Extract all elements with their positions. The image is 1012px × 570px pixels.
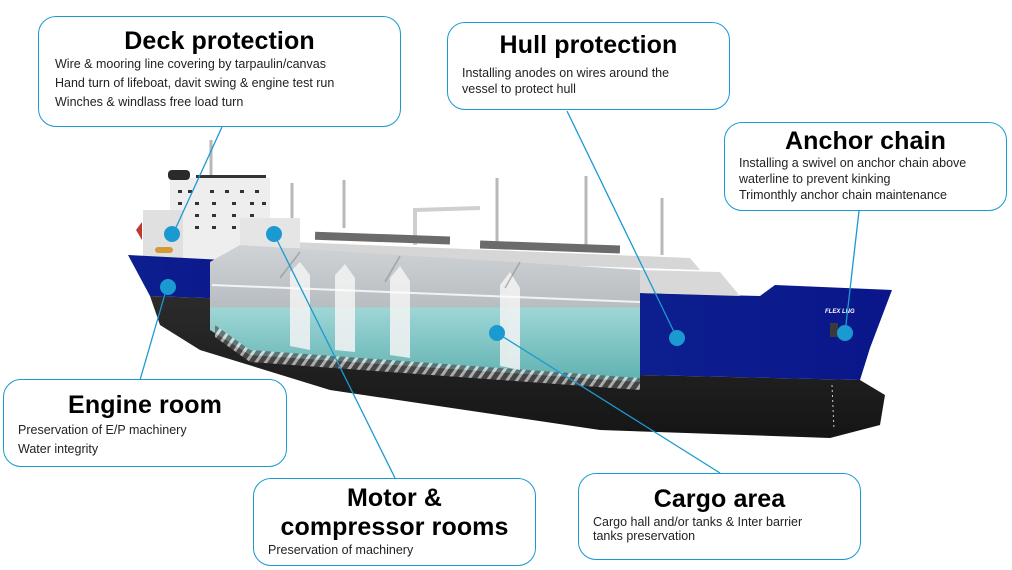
callout-text: vessel to protect hull — [462, 82, 576, 96]
hull-name-label: FLEX LNG — [825, 309, 855, 315]
callout-title: Motor & — [346, 484, 443, 512]
callout-text: Water integrity — [18, 442, 99, 456]
callout-motor-compressor-rooms: Motor & compressor rooms Preservation of… — [253, 478, 536, 566]
callout-title: Cargo area — [653, 485, 786, 513]
callout-text: Cargo hall and/or tanks & Inter barrier — [593, 515, 803, 529]
callout-title: compressor rooms — [280, 513, 509, 541]
callout-text: Installing a swivel on anchor chain abov… — [739, 156, 967, 170]
superstructure — [136, 170, 300, 260]
bow-hull-blue — [640, 285, 892, 380]
callout-cargo-area: Cargo area Cargo hall and/or tanks & Int… — [578, 473, 861, 560]
callout-hull-protection: Hull protection Installing anodes on wir… — [447, 22, 730, 110]
callout-text: tanks preservation — [593, 529, 696, 543]
callout-title: Deck protection — [124, 27, 315, 55]
callout-text: Preservation of machinery — [268, 543, 414, 557]
callout-deck-protection: Deck protection Wire & mooring line cove… — [38, 16, 401, 127]
callout-text: Wire & mooring line covering by tarpauli… — [55, 57, 326, 71]
callout-text: Installing anodes on wires around the — [462, 66, 670, 80]
callout-text: Preservation of E/P machinery — [18, 423, 187, 437]
callout-title: Engine room — [68, 391, 222, 419]
callout-text: Hand turn of lifeboat, davit swing & eng… — [55, 76, 335, 90]
callout-text: Trimonthly anchor chain maintenance — [739, 188, 947, 202]
callout-anchor-chain: Anchor chain Installing a swivel on anch… — [724, 122, 1007, 211]
callout-text: Winches & windlass free load turn — [55, 95, 244, 109]
callout-title: Hull protection — [499, 31, 678, 59]
callout-title: Anchor chain — [785, 127, 946, 155]
callout-text: waterline to prevent kinking — [739, 172, 891, 186]
callout-engine-room: Engine room Preservation of E/P machiner… — [3, 379, 287, 467]
